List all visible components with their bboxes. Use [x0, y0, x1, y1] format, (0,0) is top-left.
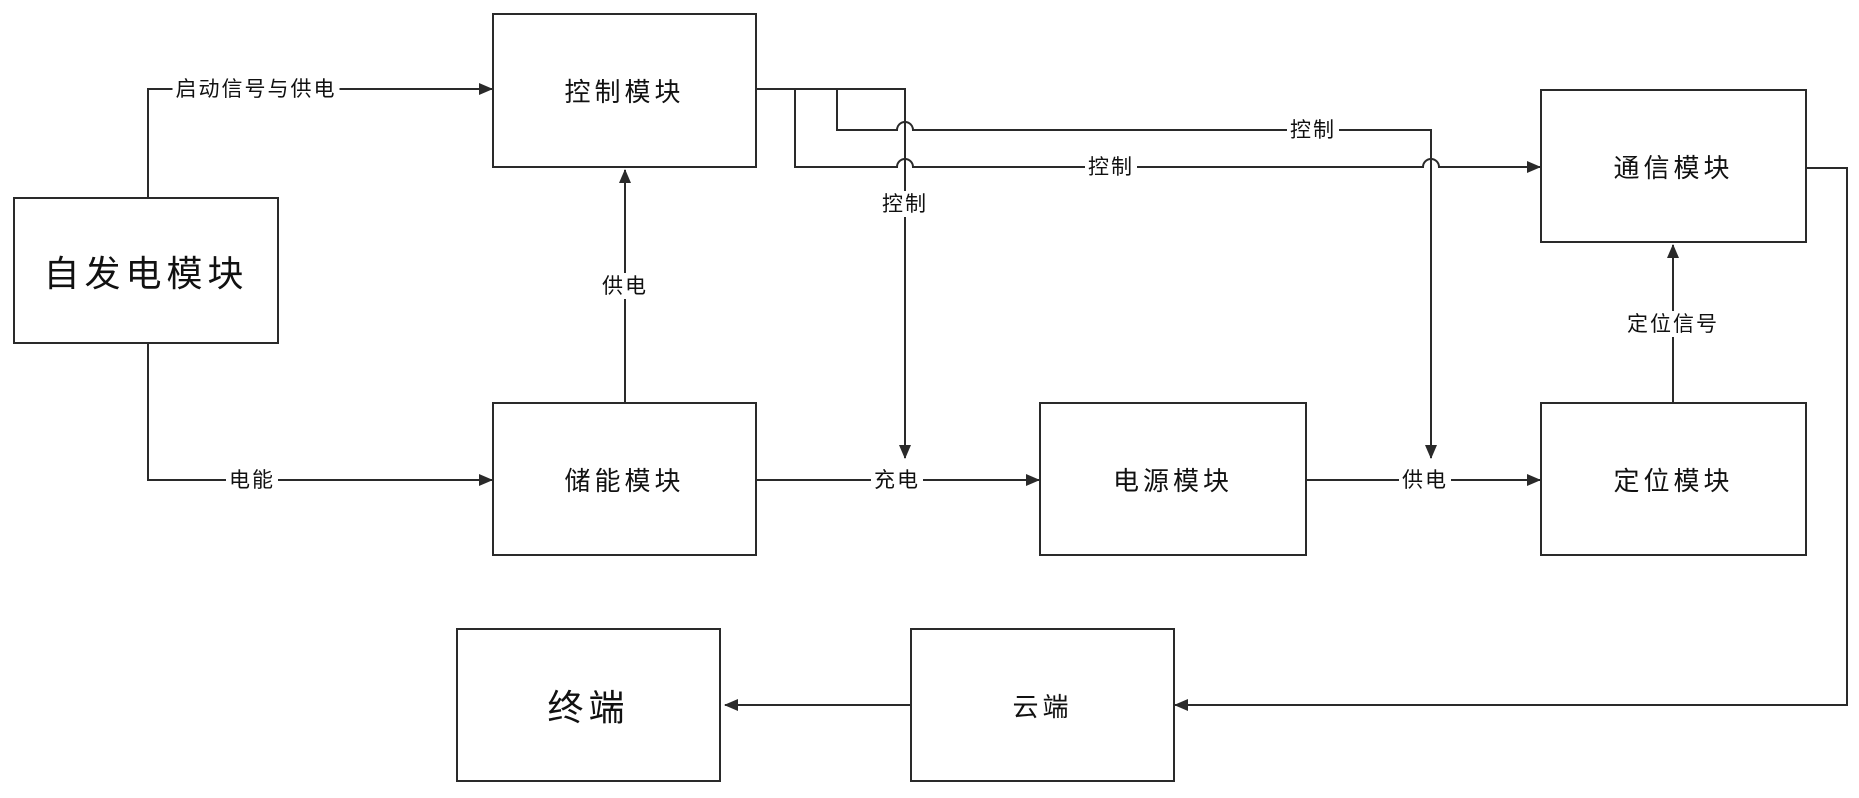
- control-upper-label: 控制: [1287, 117, 1339, 143]
- line-control-lower: [794, 89, 1541, 173]
- line-start-signal: [147, 83, 493, 197]
- supply-up-label: 供电: [599, 273, 651, 299]
- cloud-module: 云端: [910, 628, 1175, 782]
- locate-signal-label: 定位信号: [1624, 311, 1722, 337]
- line-control-upper: [836, 89, 1437, 459]
- start-signal-label: 启动信号与供电: [172, 76, 340, 102]
- line-energy: [147, 344, 493, 486]
- power-module: 电源模块: [1039, 402, 1307, 556]
- storage-module: 储能模块: [492, 402, 757, 556]
- charge-label: 充电: [871, 467, 923, 493]
- comm-module-label: 通信模块: [1613, 153, 1734, 184]
- locate-module-label: 定位模块: [1613, 466, 1734, 497]
- control-vertical-label: 控制: [879, 191, 931, 217]
- supply-right-label: 供电: [1399, 467, 1451, 493]
- self-gen-module-label: 自发电模块: [43, 253, 249, 295]
- line-control-vertical: [757, 88, 911, 459]
- self-gen-module: 自发电模块: [13, 197, 279, 344]
- terminal-module: 终端: [456, 628, 721, 782]
- terminal-module-label: 终端: [547, 688, 630, 729]
- control-lower-label: 控制: [1085, 154, 1137, 180]
- power-module-label: 电源模块: [1112, 466, 1233, 497]
- line-comm-cloud: [1174, 167, 1848, 711]
- storage-module-label: 储能模块: [564, 466, 685, 497]
- control-module: 控制模块: [492, 13, 757, 168]
- energy-label: 电能: [226, 467, 278, 493]
- locate-module: 定位模块: [1540, 402, 1807, 556]
- cloud-module-label: 云端: [1012, 692, 1073, 723]
- comm-module: 通信模块: [1540, 89, 1807, 243]
- control-module-label: 控制模块: [564, 78, 685, 108]
